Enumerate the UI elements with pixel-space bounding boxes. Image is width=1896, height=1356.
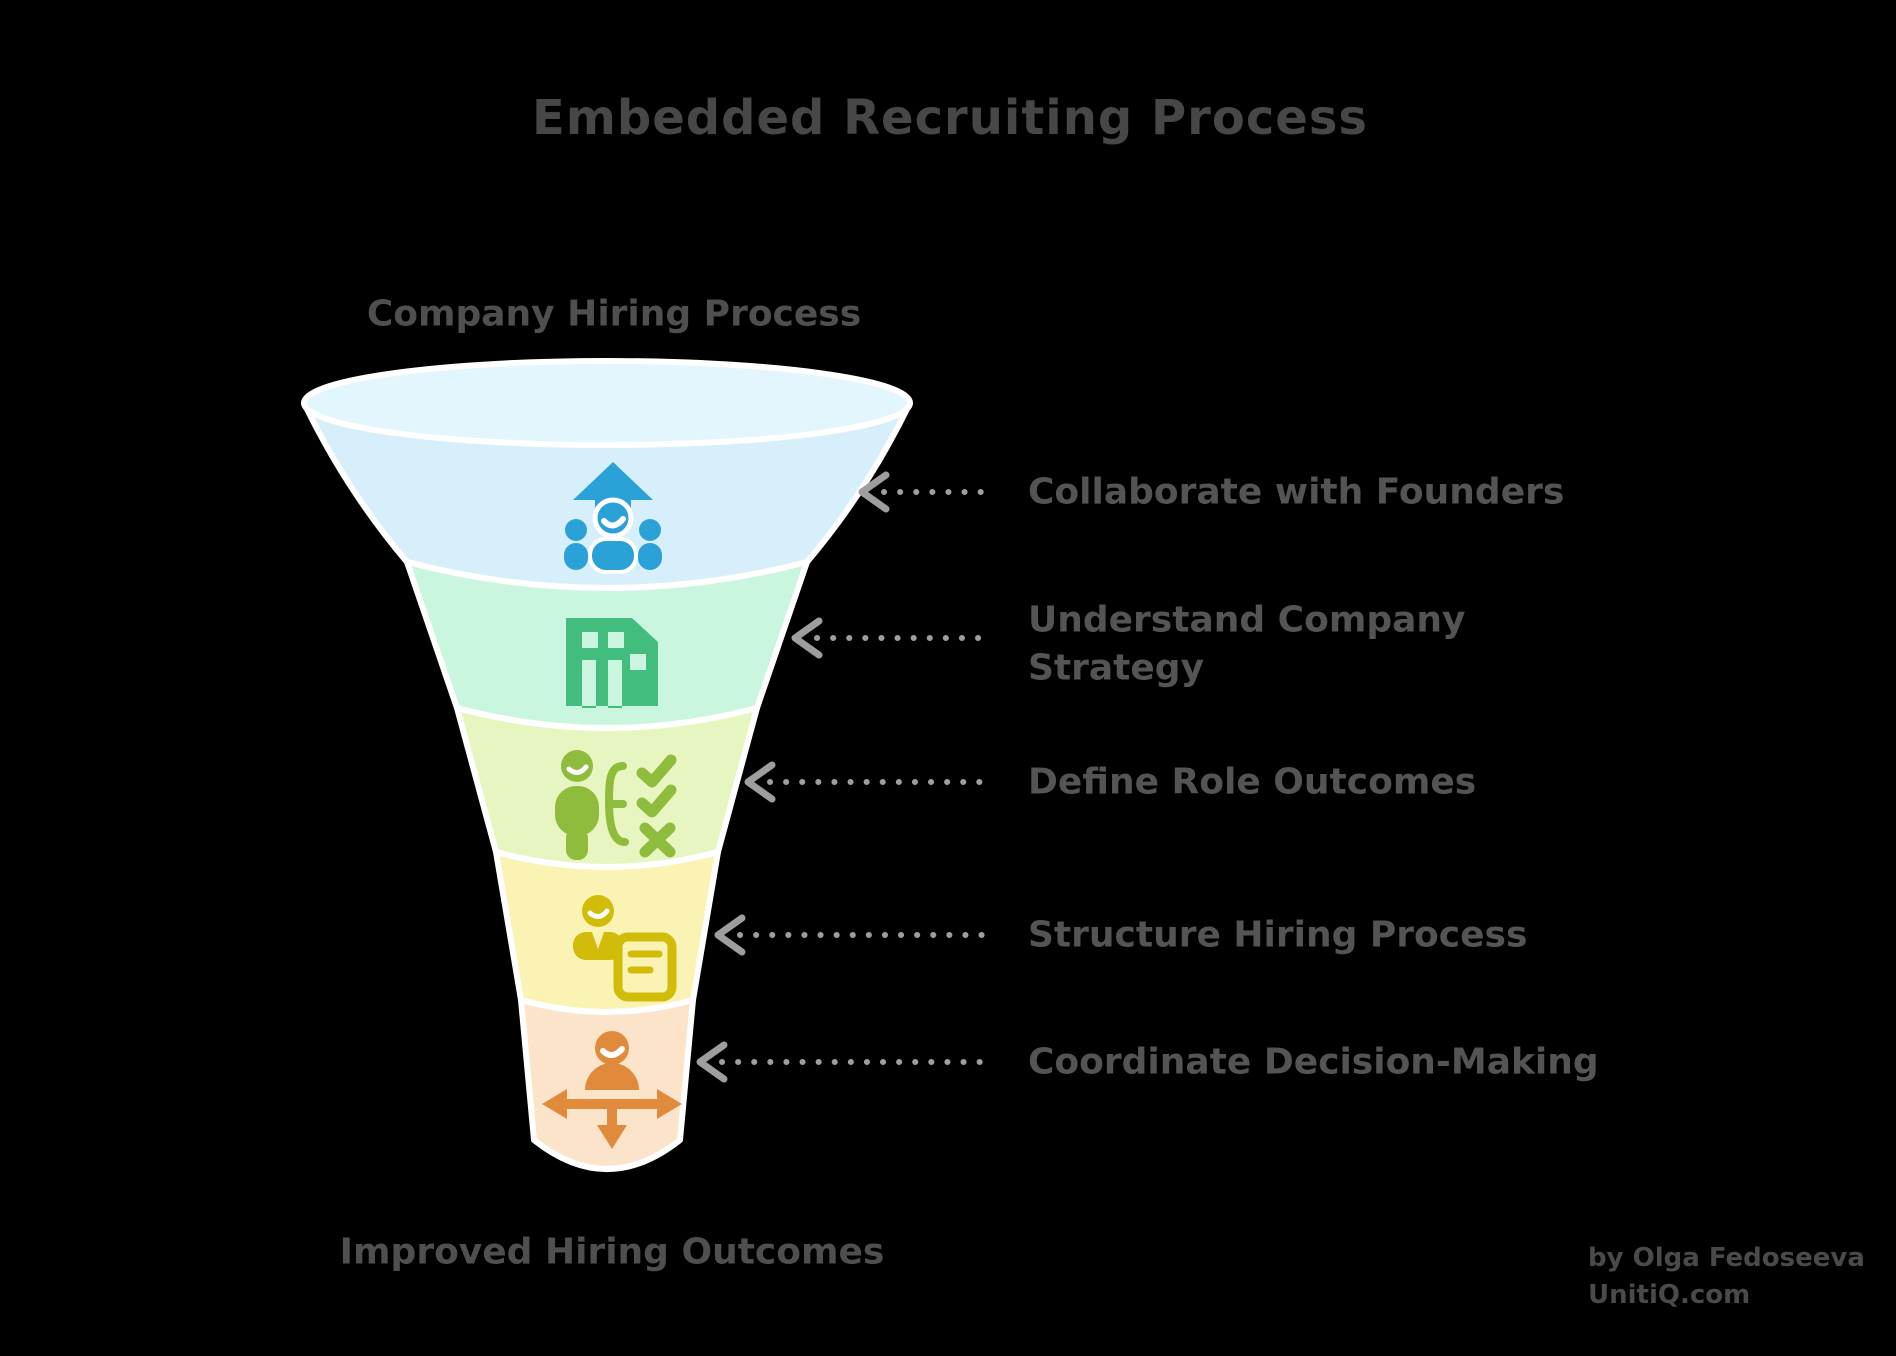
credit-author: by Olga Fedoseeva [1588, 1243, 1865, 1273]
person-head [595, 1031, 629, 1065]
chevron-left-icon [714, 914, 746, 956]
arrow-stage-5 [696, 1041, 995, 1083]
funnel-mouth-ellipse [301, 358, 913, 448]
smile [587, 908, 610, 919]
right-arrowhead [657, 1089, 682, 1119]
candidate-criteria-icon [555, 750, 677, 860]
person-body [555, 786, 599, 836]
company-building-icon [566, 618, 658, 708]
team-growth-icon [564, 462, 662, 574]
center-person-head [592, 497, 634, 539]
chevron-left-icon [791, 617, 823, 659]
right-person-head [639, 519, 661, 541]
check-mark-1 [636, 754, 677, 788]
person-head [561, 750, 593, 782]
stage-label-define-role-outcomes: Define Role Outcomes [1028, 761, 1477, 803]
credit-site: UnitiQ.com [1588, 1280, 1751, 1310]
down-arrowhead [597, 1125, 627, 1149]
stage-label-structure-hiring-process: Structure Hiring Process [1028, 914, 1528, 956]
credit-block: by Olga Fedoseeva UnitiQ.com [1588, 1240, 1865, 1314]
connector-arrows [696, 471, 995, 1083]
left-person-body [564, 543, 588, 570]
arrow-stage-1 [858, 471, 995, 513]
stage-label-understand-company-strategy: Understand Company Strategy [1028, 599, 1466, 688]
page-title: Embedded Recruiting Process [532, 90, 1368, 146]
recruiter-document-icon [573, 895, 677, 1002]
left-person-head [565, 519, 587, 541]
smile [600, 1046, 625, 1058]
building-shape [566, 618, 658, 708]
collar-notch [592, 932, 604, 949]
arrow-stage-3 [744, 761, 995, 803]
person-lower [566, 828, 588, 860]
person-head [582, 895, 614, 927]
chevron-left-icon [696, 1041, 728, 1083]
decision-directions-icon [542, 1031, 682, 1149]
left-arrowhead [542, 1089, 567, 1119]
x-mark [639, 822, 676, 858]
up-arrow-shape [573, 462, 653, 528]
chevron-left-icon [858, 471, 890, 513]
smile [601, 516, 626, 529]
arrow-stage-2 [791, 617, 995, 659]
smile [566, 764, 589, 775]
check-mark-2 [636, 784, 677, 818]
person-shoulders [585, 1063, 639, 1090]
chevron-left-icon [744, 761, 776, 803]
funnel-output-label: Improved Hiring Outcomes [339, 1231, 885, 1273]
center-person-body [588, 537, 638, 574]
arrow-stage-4 [714, 914, 995, 956]
stage-label-coordinate-decision-making: Coordinate Decision-Making [1028, 1041, 1599, 1083]
right-person-body [638, 543, 662, 570]
stage-label-collaborate-with-founders: Collaborate with Founders [1028, 471, 1565, 513]
funnel-input-label: Company Hiring Process [366, 293, 862, 335]
